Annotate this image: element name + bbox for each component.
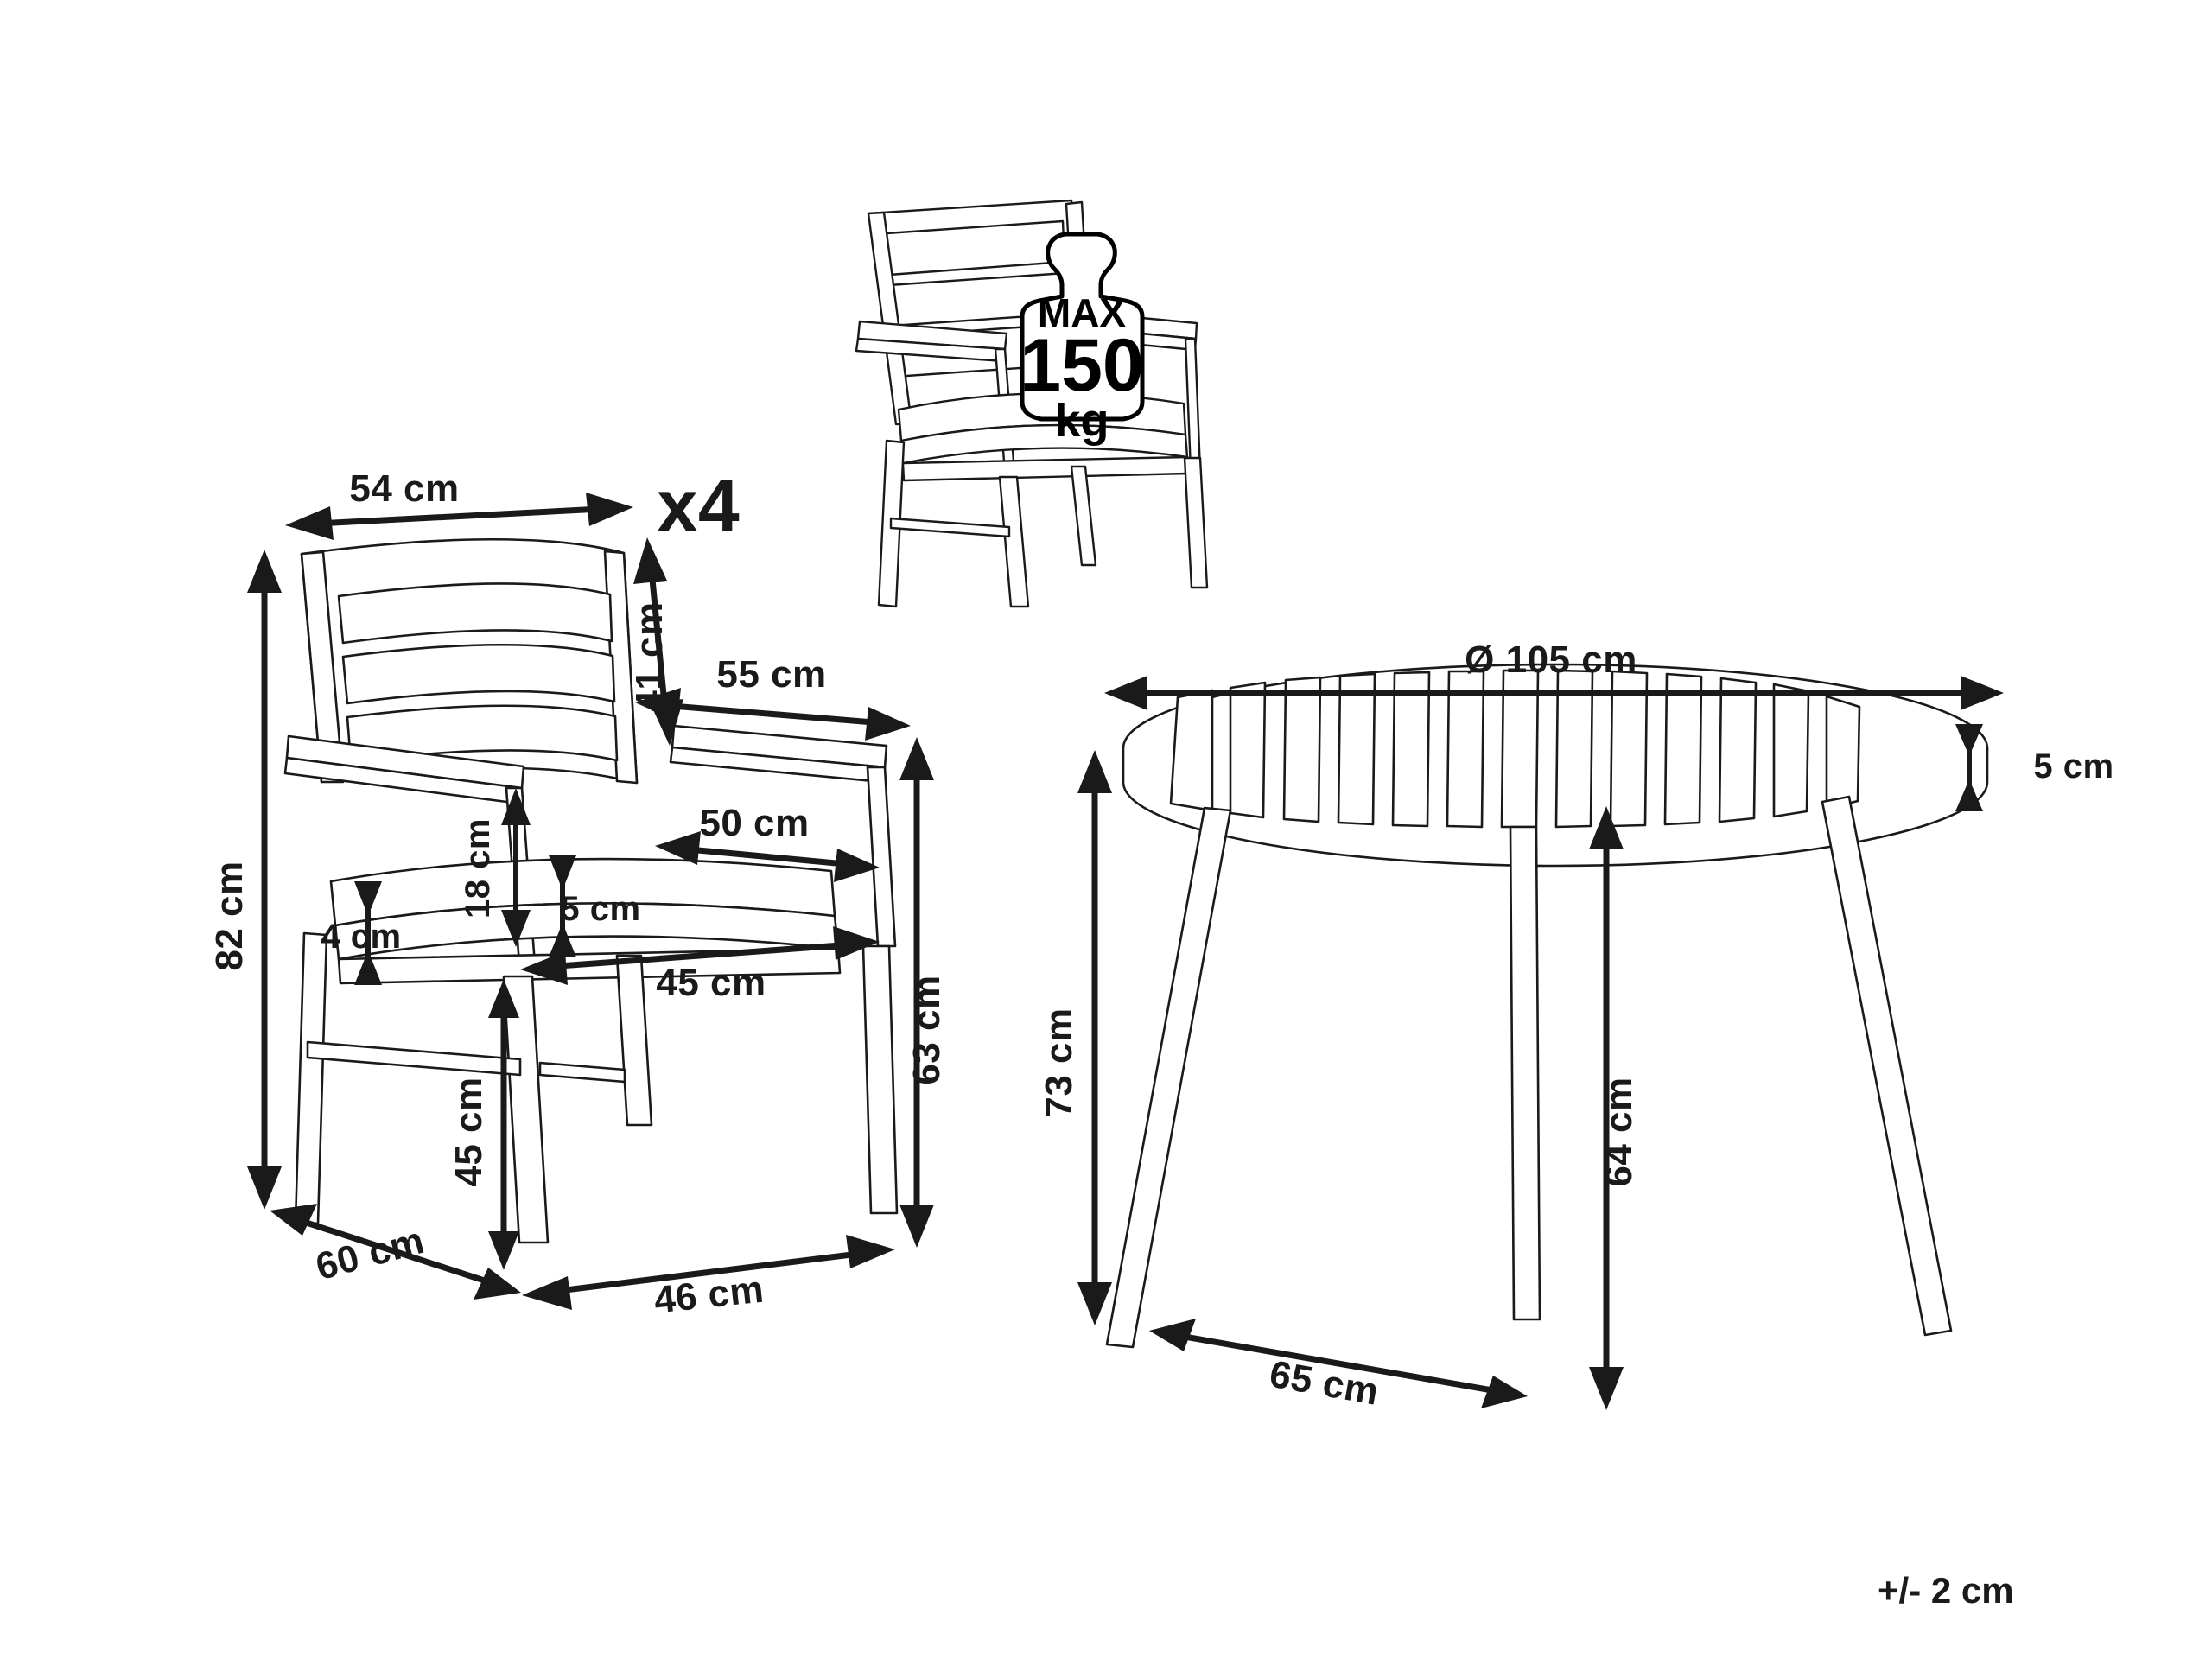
dimline-chair-seat-depth — [655, 831, 880, 882]
tolerance-note: +/- 2 cm — [1878, 1570, 2014, 1611]
label-chair-seat-height: 45 cm — [448, 1077, 490, 1186]
dimline-chair-side-depth — [270, 1204, 521, 1300]
badge-weight-value: 150 — [1020, 324, 1144, 407]
dimline-table-leg-span — [1149, 1319, 1528, 1408]
label-chair-total-height: 82 cm — [208, 861, 251, 970]
label-chair-arm-height: 63 cm — [906, 975, 948, 1084]
label-chair-front-width: 46 cm — [652, 1268, 766, 1322]
dimline-chair-cushion-thickness — [549, 855, 576, 957]
dimline-table-clearance — [1589, 806, 1624, 1410]
label-chair-seat-depth: 50 cm — [699, 802, 809, 844]
round-table-drawing — [1105, 663, 1989, 1349]
dimline-chair-arm-height — [899, 737, 934, 1248]
label-chair-seat-width: 45 cm — [656, 962, 766, 1004]
max-weight-badge — [1020, 232, 1145, 422]
dimline-table-total-height — [1077, 750, 1112, 1325]
dimline-chair-total-height — [247, 550, 282, 1210]
label-chair-back-height: 41 cm — [628, 601, 671, 711]
label-chair-side-depth: 60 cm — [311, 1219, 429, 1288]
dimline-chair-front-width — [522, 1235, 895, 1310]
label-chair-arm-to-seat: 18 cm — [459, 818, 497, 918]
quantity-multiplier-label: x4 — [657, 465, 740, 548]
label-table-total-height: 73 cm — [1038, 1007, 1080, 1117]
label-chair-back-width: 54 cm — [349, 467, 459, 510]
badge-weight-unit: kg — [1054, 395, 1109, 447]
dimline-chair-arm-to-seat — [501, 788, 531, 947]
label-table-diameter: Ø 105 cm — [1465, 639, 1637, 681]
label-table-clearance: 64 cm — [1598, 1077, 1640, 1186]
dimline-table-top-thickness — [1955, 724, 1983, 811]
label-table-top-thickness: 5 cm — [2033, 747, 2113, 785]
label-table-leg-span: 65 cm — [1267, 1353, 1382, 1414]
label-chair-frame-gap: 4 cm — [321, 918, 401, 956]
dimline-chair-seat-height — [488, 979, 519, 1270]
dimline-chair-back-width — [285, 493, 633, 540]
label-chair-cushion-thickness: 5 cm — [560, 890, 640, 928]
label-chair-armrest-depth: 55 cm — [716, 653, 826, 696]
dimline-chair-seat-width — [520, 926, 880, 985]
badge-max-label: MAX — [1038, 290, 1127, 335]
dimline-chair-frame-gap — [354, 881, 382, 985]
dimline-table-diameter — [1104, 676, 2004, 710]
dimline-chair-armrest-depth — [635, 688, 911, 741]
main-chair-drawing — [283, 537, 899, 1244]
